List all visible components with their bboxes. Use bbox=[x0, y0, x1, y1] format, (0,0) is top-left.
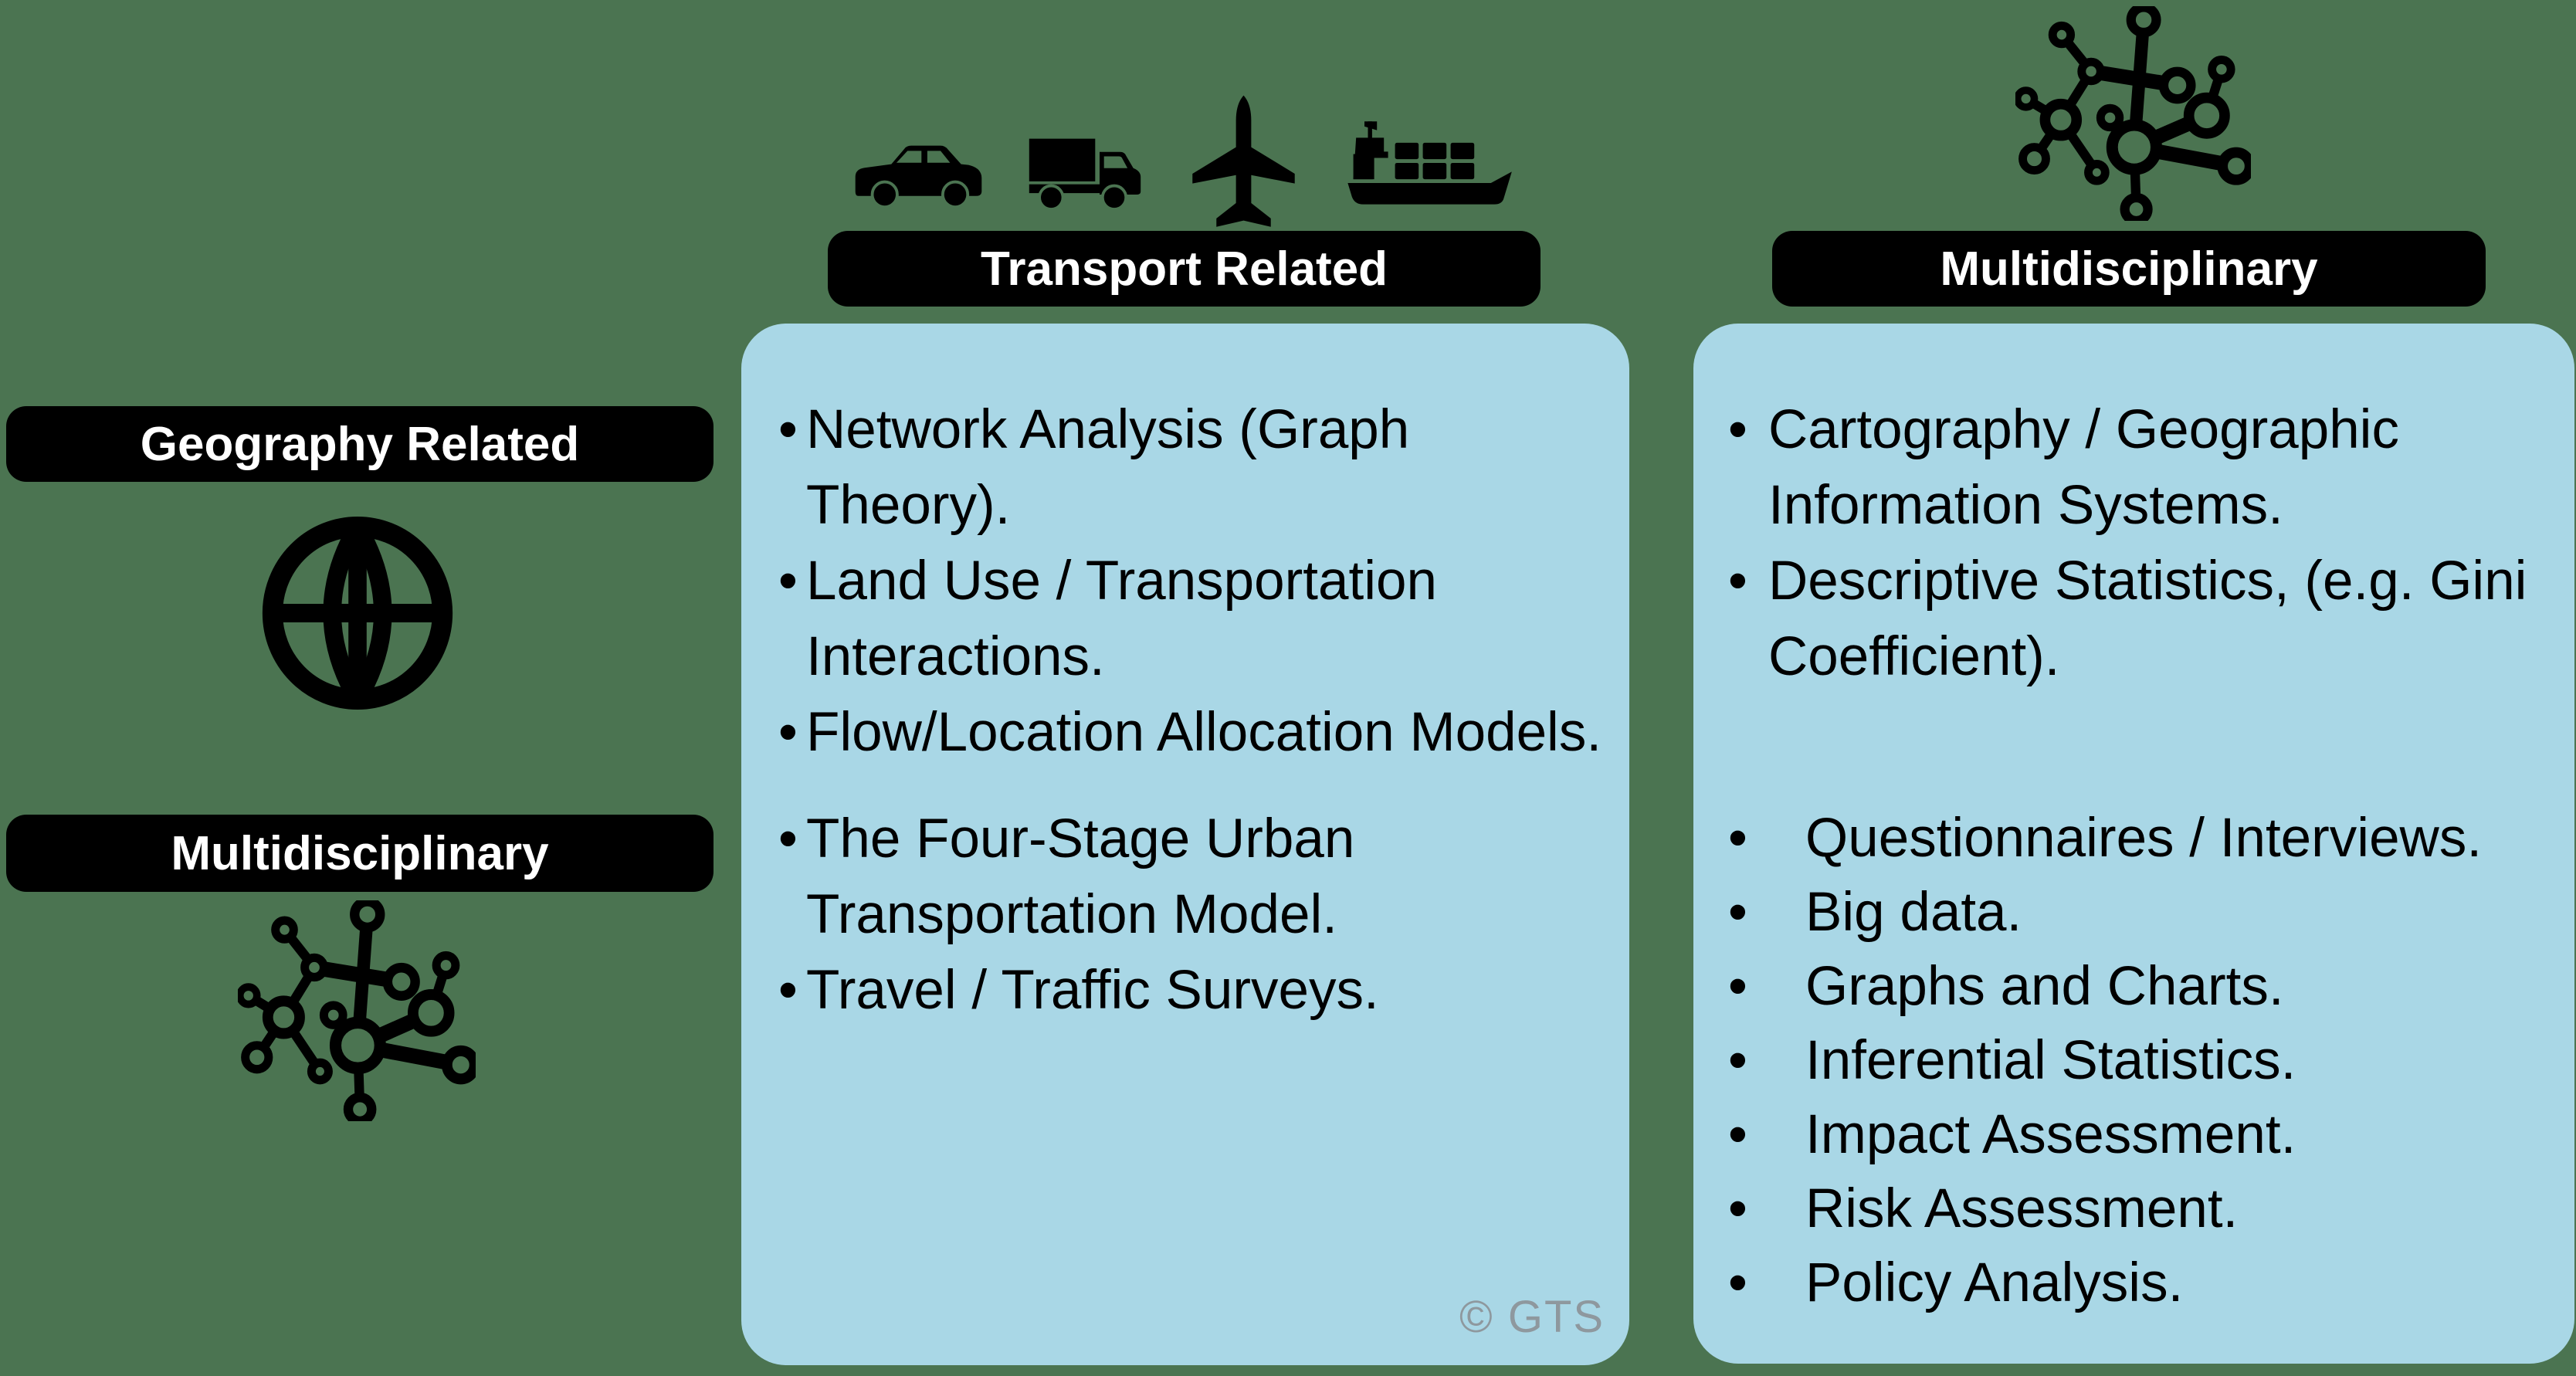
list-item: Big data. bbox=[1728, 876, 2562, 950]
transport-icons-row bbox=[828, 62, 1541, 227]
transport-list-top: Network Analysis (Graph Theory). Land Us… bbox=[778, 392, 1628, 771]
multidisciplinary-bar-right: Multidisciplinary bbox=[1772, 231, 2486, 307]
list-item: Descriptive Statistics, (e.g. Gini Coeff… bbox=[1728, 544, 2576, 695]
multidisciplinary-list-top: Cartography / Geographic Information Sys… bbox=[1728, 392, 2576, 695]
geography-related-bar: Geography Related bbox=[6, 406, 713, 482]
list-item: Cartography / Geographic Information Sys… bbox=[1728, 392, 2576, 544]
list-item: Risk Assessment. bbox=[1728, 1172, 2562, 1246]
list-item: Impact Assessment. bbox=[1728, 1098, 2562, 1172]
list-item: Questionnaires / Interviews. bbox=[1728, 802, 2562, 876]
cargo-ship-icon bbox=[1344, 119, 1517, 210]
transport-list-bottom: The Four-Stage Urban Transportation Mode… bbox=[778, 802, 1628, 1029]
multidisciplinary-right-label: Multidisciplinary bbox=[1940, 242, 2318, 296]
copyright-watermark: © GTS bbox=[1459, 1292, 1605, 1342]
network-icon bbox=[2015, 6, 2251, 221]
list-item: Network Analysis (Graph Theory). bbox=[778, 392, 1628, 544]
transport-related-label: Transport Related bbox=[980, 242, 1388, 296]
list-item: Policy Analysis. bbox=[1728, 1246, 2562, 1320]
list-item: Inferential Statistics. bbox=[1728, 1024, 2562, 1098]
list-item: Travel / Traffic Surveys. bbox=[778, 953, 1628, 1029]
list-item: Graphs and Charts. bbox=[1728, 950, 2562, 1024]
car-icon bbox=[851, 140, 986, 210]
transport-related-bar: Transport Related bbox=[828, 231, 1541, 307]
list-item: Land Use / Transportation Interactions. bbox=[778, 544, 1628, 695]
airplane-icon bbox=[1184, 93, 1303, 239]
multidisciplinary-left-label: Multidisciplinary bbox=[171, 826, 549, 880]
multidisciplinary-bar-left: Multidisciplinary bbox=[6, 815, 713, 892]
globe-icon bbox=[256, 510, 459, 716]
list-item: The Four-Stage Urban Transportation Mode… bbox=[778, 802, 1628, 953]
list-item: Flow/Location Allocation Models. bbox=[778, 695, 1628, 771]
truck-icon bbox=[1026, 133, 1144, 210]
geography-related-label: Geography Related bbox=[140, 417, 580, 471]
network-icon bbox=[238, 900, 476, 1121]
multidisciplinary-list-bottom: Questionnaires / Interviews. Big data. G… bbox=[1728, 802, 2562, 1320]
